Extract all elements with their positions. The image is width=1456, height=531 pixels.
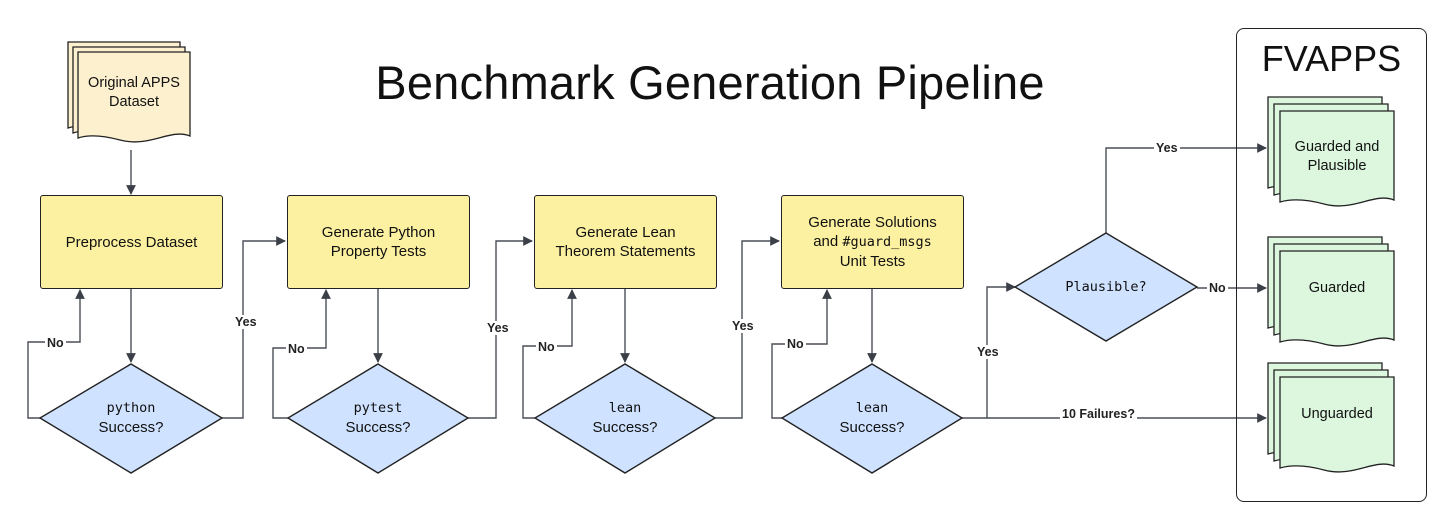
step-label-and: and (813, 233, 843, 250)
step-label-line1: Generate Solutions (808, 214, 937, 231)
check-python-success: python Success? (71, 394, 191, 442)
decision-diamond-plausible (1013, 232, 1199, 342)
check-pytest-success: pytest Success? (318, 394, 438, 442)
decision-diamond (533, 363, 717, 474)
page-title: Benchmark Generation Pipeline (375, 56, 1045, 109)
decision-diamond (38, 363, 224, 474)
check-text: Success? (345, 419, 411, 436)
check-code: Plausible? (1065, 278, 1147, 295)
edge-label-no: No (536, 340, 557, 354)
output-document-icon (1267, 96, 1395, 207)
source-document-label: Original APPS Dataset (88, 75, 180, 110)
check-lean-success-1: lean Success? (565, 394, 685, 442)
check-code: pytest (353, 400, 403, 416)
edge-label-failures: 10 Failures? (1060, 407, 1137, 421)
edge-label-yes: Yes (1154, 141, 1180, 155)
edge-plausible-yes (1105, 143, 1267, 233)
output-unguarded: Unguarded (1301, 405, 1373, 422)
edge-label-yes: Yes (233, 315, 259, 329)
step-generate-solutions-unit-tests: Generate Solutions and #guard_msgs Unit … (781, 195, 964, 289)
check-text: Success? (839, 419, 905, 436)
output-guarded-and-plausible: Guarded and Plausible (1294, 139, 1380, 174)
edge-check1-yes (222, 236, 286, 419)
step-label-line2: and #guard_msgs (813, 232, 932, 252)
edge-check2-no (272, 289, 331, 419)
edge-check4-no (771, 289, 832, 419)
edge-label-no: No (286, 342, 307, 356)
check-text: Success? (98, 419, 164, 436)
step-label: Preprocess Dataset (65, 233, 198, 251)
fvapps-title: FVAPPS (1261, 38, 1402, 79)
step-generate-lean-theorem-statements: Generate Lean Theorem Statements (534, 195, 717, 289)
output-document-icon (1267, 362, 1395, 473)
decision-diamond (780, 363, 964, 474)
source-document-icon (67, 41, 191, 143)
edge-label-no: No (785, 337, 806, 351)
step-label-line3: Unit Tests (839, 253, 906, 270)
edge-check3-no (522, 289, 577, 419)
check-code: lean (608, 400, 642, 416)
step-label-code: #guard_msgs (842, 234, 932, 250)
output-guarded: Guarded (1308, 279, 1366, 296)
decision-diamond (286, 363, 470, 474)
check-code: python (106, 400, 156, 416)
step-label: Generate Lean Theorem Statements (555, 224, 696, 260)
edge-label-no: No (1207, 281, 1228, 295)
fvapps-container (1236, 28, 1427, 502)
check-text: Success? (592, 419, 658, 436)
check-plausible: Plausible? (1046, 276, 1166, 298)
step-label: Generate Python Property Tests (321, 224, 436, 260)
step-preprocess-dataset: Preprocess Dataset (40, 195, 223, 289)
output-document-icon (1267, 236, 1395, 347)
check-code: lean (855, 400, 889, 416)
step-generate-python-property-tests: Generate Python Property Tests (287, 195, 470, 289)
edge-label-yes: Yes (730, 319, 756, 333)
check-lean-success-2: lean Success? (812, 394, 932, 442)
edge-label-no: No (45, 336, 66, 350)
edge-label-yes: Yes (485, 321, 511, 335)
edge-label-yes: Yes (975, 345, 1001, 359)
edge-check1-no (27, 289, 85, 419)
